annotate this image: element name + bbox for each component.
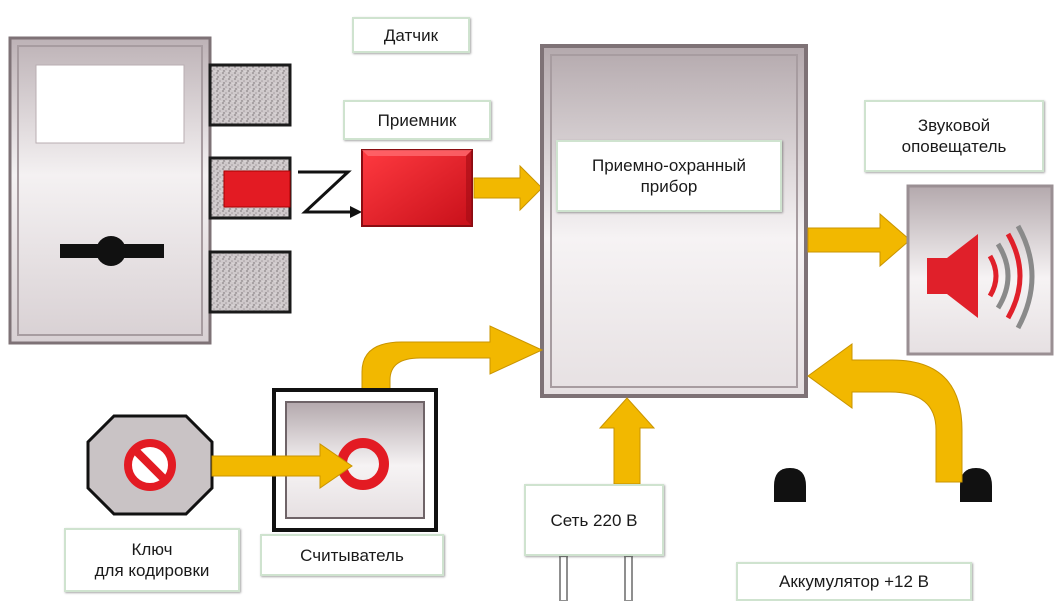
siren-label: Звуковой оповещатель (864, 100, 1044, 172)
mains-label: Сеть 220 В (524, 484, 664, 556)
sensor-magnet (208, 156, 292, 220)
plug-prongs (559, 555, 633, 601)
arrow-key-to-reader (211, 443, 353, 489)
door-panel (8, 36, 212, 345)
signal-icon (298, 170, 352, 214)
control-panel-box (540, 44, 808, 398)
arrow-reader-to-panel (361, 325, 544, 393)
sensor-block-top (208, 63, 292, 127)
arrow-receiver-to-panel (473, 164, 543, 212)
sensor-label: Датчик (352, 17, 470, 53)
receiver-label: Приемник (343, 100, 491, 140)
control-panel-label: Приемно-охранный прибор (556, 140, 782, 212)
signal-arrowhead (350, 206, 362, 218)
door-handle-icon (60, 236, 164, 266)
sensor-block-bottom (208, 250, 292, 314)
battery-label: Аккумулятор +12 В (736, 562, 972, 601)
key-device (86, 414, 214, 516)
battery-terminal-right-icon (960, 468, 992, 502)
speaker-icon (927, 224, 1035, 330)
arrow-mains-to-panel (598, 397, 656, 485)
key-label: Ключ для кодировки (64, 528, 240, 592)
reader-label: Считыватель (260, 534, 444, 576)
arrow-battery-to-panel (807, 343, 963, 483)
arrow-panel-to-siren (807, 212, 911, 268)
no-entry-icon (124, 439, 176, 491)
door-window (35, 64, 185, 144)
receiver-device (361, 149, 473, 227)
battery-terminal-left-icon (774, 468, 806, 502)
